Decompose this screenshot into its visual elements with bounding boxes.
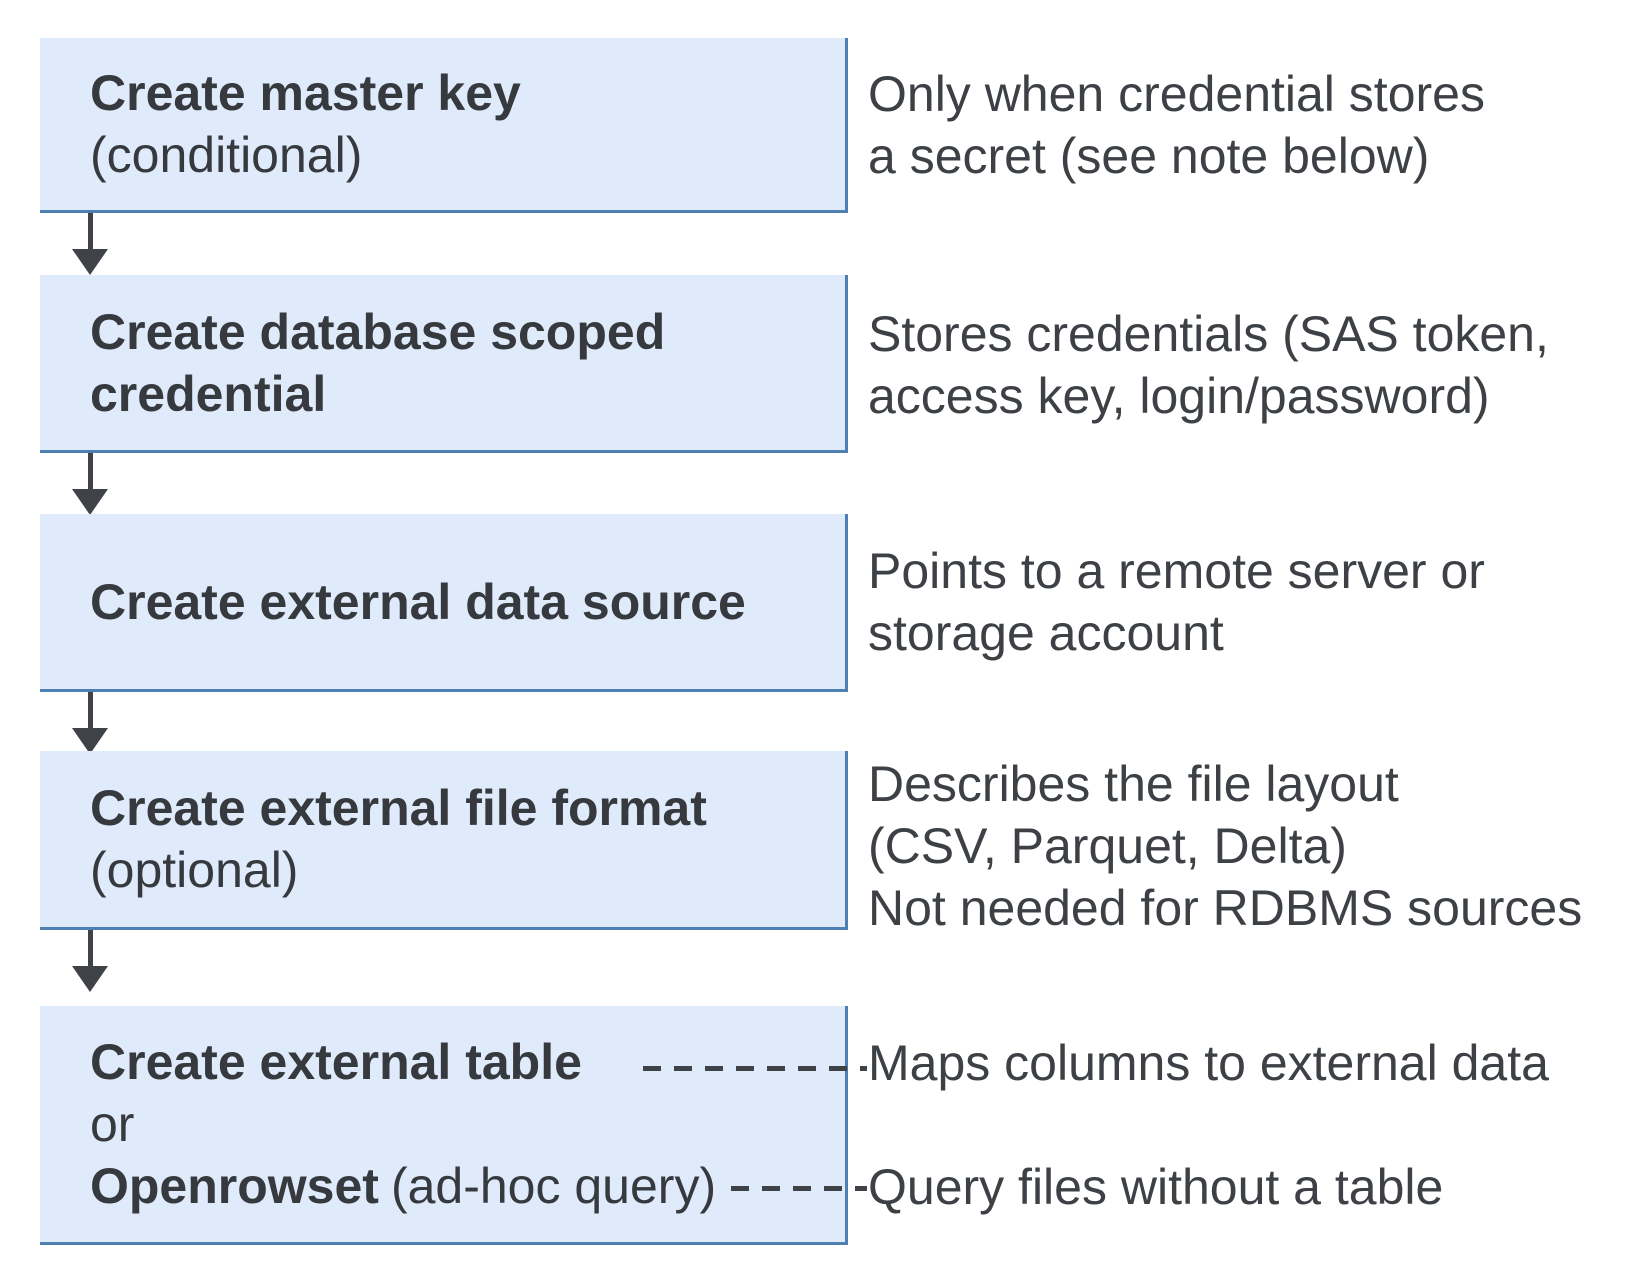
arrow-head <box>72 249 108 275</box>
step-title: Create database scoped credential <box>90 303 666 422</box>
down-arrow-icon <box>72 213 108 275</box>
step-title-openrowset: Openrowset(ad-hoc query) <box>90 1155 845 1217</box>
step-title-bold: Openrowset <box>90 1158 379 1214</box>
step-note: Points to a remote server or storage acc… <box>868 543 1485 661</box>
step-note: Describes the file layout (CSV, Parquet,… <box>868 756 1583 936</box>
step-subtitle: (conditional) <box>90 127 363 183</box>
step-box-create-external-data-source: Create external data source <box>40 514 848 692</box>
arrow-stem <box>88 213 93 251</box>
step-title-regular: (ad-hoc query) <box>390 1158 717 1214</box>
step-title-external-table: Create external table <box>90 1031 845 1093</box>
arrow-stem <box>88 930 93 968</box>
arrow-head <box>72 728 108 754</box>
step-note-external-table: Maps columns to external data <box>868 1035 1549 1091</box>
step-title: Create external data source <box>90 573 746 630</box>
arrow-stem <box>88 692 93 730</box>
step-note: Stores credentials (SAS token, access ke… <box>868 306 1549 424</box>
down-arrow-icon <box>72 692 108 754</box>
down-arrow-icon <box>72 453 108 515</box>
step-box-create-database-scoped-credential: Create database scoped credential <box>40 275 848 453</box>
dashed-connector-external-table <box>643 1066 867 1071</box>
step-subtitle: (optional) <box>90 842 299 898</box>
step-box-create-external-file-format: Create external file format (optional) <box>40 751 848 930</box>
step-title: Create master key <box>90 65 521 121</box>
arrow-head <box>72 489 108 515</box>
step-or-label: or <box>90 1096 135 1152</box>
step-box-create-external-table-or-openrowset: Create external table or Openrowset(ad-h… <box>40 1006 848 1245</box>
step-title-bold: Create external table <box>90 1034 582 1090</box>
step-note-openrowset: Query files without a table <box>868 1159 1444 1215</box>
arrow-head <box>72 966 108 992</box>
arrow-stem <box>88 453 93 491</box>
step-note: Only when credential stores a secret (se… <box>868 66 1485 184</box>
dashed-connector-openrowset <box>731 1186 867 1191</box>
step-title: Create external file format <box>90 780 707 836</box>
down-arrow-icon <box>72 930 108 992</box>
step-box-create-master-key: Create master key (conditional) <box>40 38 848 213</box>
